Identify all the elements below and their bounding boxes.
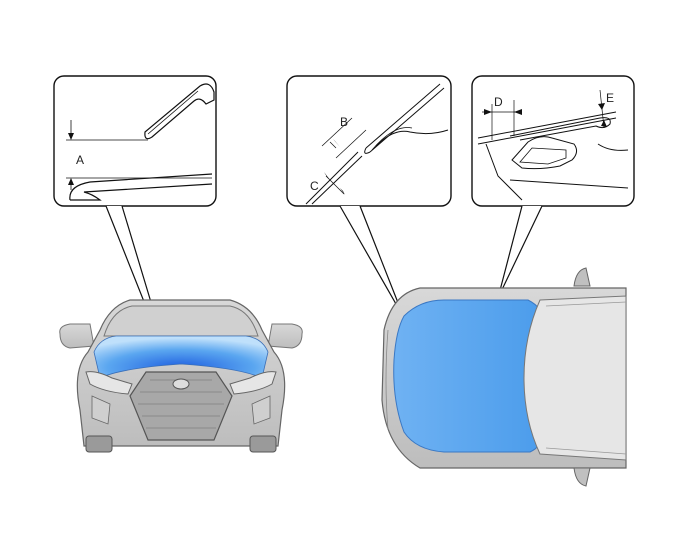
dimension-label-a: A <box>76 153 84 167</box>
dimension-label-c: C <box>310 179 319 193</box>
car-front-view-icon <box>59 299 303 453</box>
detail-callout-de: D E <box>471 75 635 207</box>
callout-pointer-bc <box>339 205 405 319</box>
detail-callout-bc: B C <box>286 75 452 207</box>
dimension-label-d: D <box>494 95 503 109</box>
dimension-label-e: E <box>606 91 614 105</box>
dimension-label-b: B <box>340 115 348 129</box>
car-top-view-icon <box>381 267 627 487</box>
callout-pointer-de <box>497 205 543 299</box>
detail-callout-a: A <box>53 75 217 207</box>
